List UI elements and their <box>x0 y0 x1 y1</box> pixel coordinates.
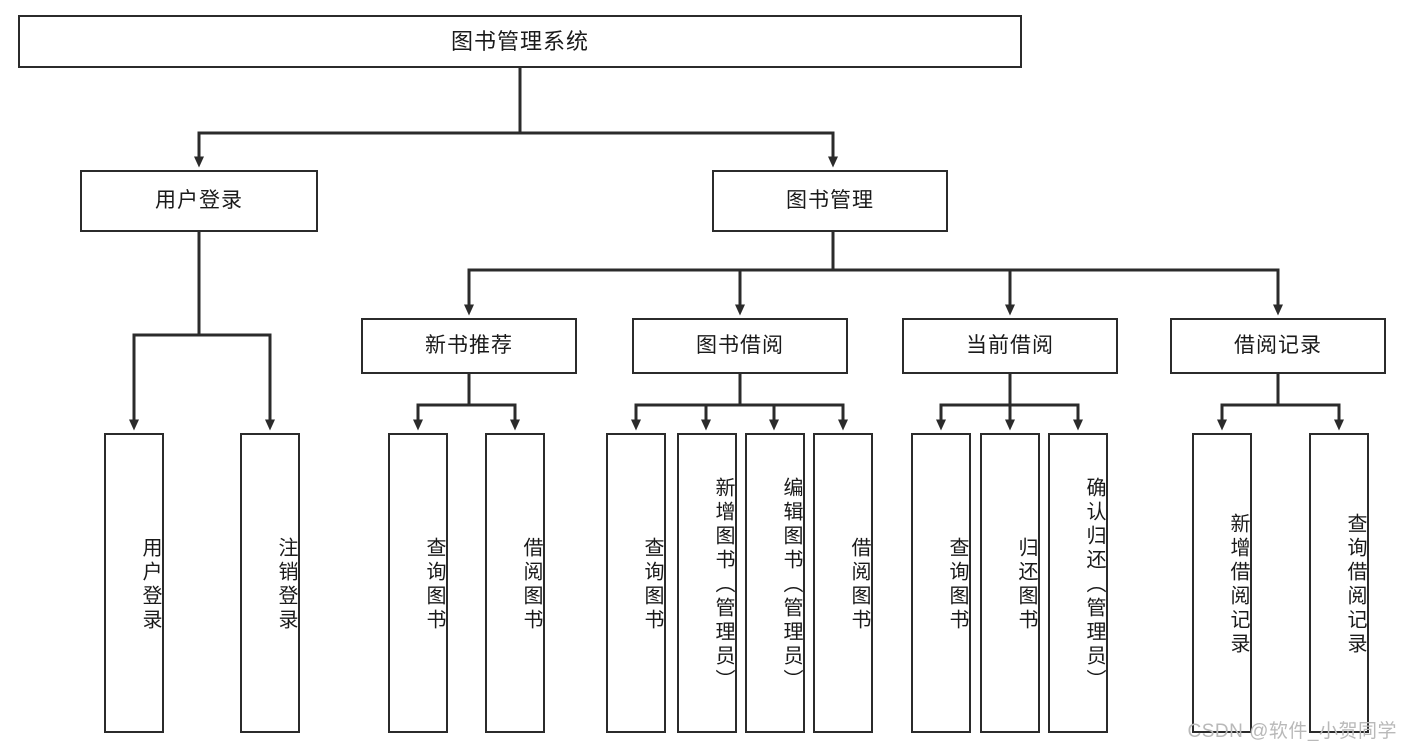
csdn-watermark: CSDN @软件_小贺同学 <box>1187 721 1397 742</box>
leaf-query-book-current[interactable]: 查询图书 <box>911 433 971 733</box>
leaf-label: 用户登录 <box>139 537 161 633</box>
leaf-label: 借阅图书 <box>520 537 542 633</box>
node-borrow-record[interactable]: 借阅记录 <box>1170 318 1386 374</box>
leaf-query-book-rec[interactable]: 查询图书 <box>388 433 448 733</box>
leaf-borrow-book[interactable]: 借阅图书 <box>813 433 873 733</box>
leaf-query-book-borrow[interactable]: 查询图书 <box>606 433 666 733</box>
leaf-borrow-book-rec[interactable]: 借阅图书 <box>485 433 545 733</box>
leaf-label: 新增图书（管理员） <box>712 477 734 693</box>
leaf-label: 查询借阅记录 <box>1344 513 1366 657</box>
node-new-book-recommend[interactable]: 新书推荐 <box>361 318 577 374</box>
node-current-borrow[interactable]: 当前借阅 <box>902 318 1118 374</box>
node-root[interactable]: 图书管理系统 <box>18 15 1022 68</box>
leaf-label: 归还图书 <box>1015 537 1037 633</box>
leaf-label: 注销登录 <box>275 537 297 633</box>
leaf-user-login[interactable]: 用户登录 <box>104 433 164 733</box>
leaf-confirm-return-admin[interactable]: 确认归还（管理员） <box>1048 433 1108 733</box>
leaf-label: 查询图书 <box>641 537 663 633</box>
leaf-label: 借阅图书 <box>848 537 870 633</box>
leaf-label: 查询图书 <box>423 537 445 633</box>
leaf-edit-book-admin[interactable]: 编辑图书（管理员） <box>745 433 805 733</box>
leaf-return-book[interactable]: 归还图书 <box>980 433 1040 733</box>
node-user-login[interactable]: 用户登录 <box>80 170 318 232</box>
leaf-label: 新增借阅记录 <box>1227 513 1249 657</box>
node-book-borrow[interactable]: 图书借阅 <box>632 318 848 374</box>
leaf-label: 查询图书 <box>946 537 968 633</box>
leaf-query-borrow-record[interactable]: 查询借阅记录 <box>1309 433 1369 733</box>
node-book-manage[interactable]: 图书管理 <box>712 170 948 232</box>
leaf-add-book-admin[interactable]: 新增图书（管理员） <box>677 433 737 733</box>
leaf-label: 编辑图书（管理员） <box>780 477 802 693</box>
leaf-logout[interactable]: 注销登录 <box>240 433 300 733</box>
leaf-label: 确认归还（管理员） <box>1083 477 1105 693</box>
leaf-add-borrow-record[interactable]: 新增借阅记录 <box>1192 433 1252 733</box>
